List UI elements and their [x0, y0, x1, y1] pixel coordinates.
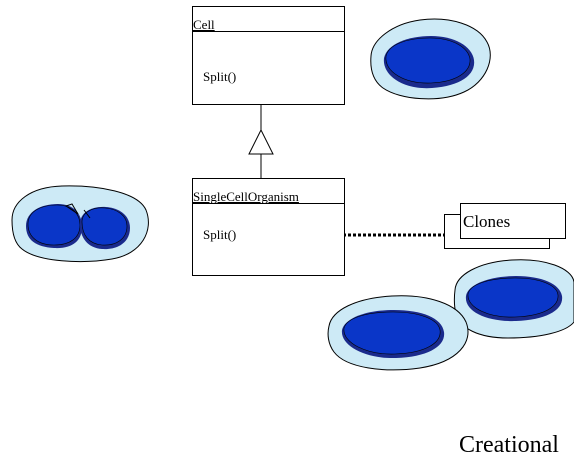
- clones-card-front: [460, 203, 566, 239]
- organism-operation-split: Split(): [203, 227, 237, 242]
- uml-class-cell: Cell Split(): [192, 6, 345, 105]
- organism-class-name: SingleCellOrganism: [193, 179, 344, 204]
- cell-operation-split: Split(): [203, 69, 237, 84]
- uml-class-single-cell-organism: SingleCellOrganism Split(): [192, 178, 345, 276]
- cell-illustration-bottom: [327, 295, 469, 371]
- cell-illustration-right: [453, 259, 574, 339]
- inheritance-arrowhead: [248, 128, 274, 155]
- cell-illustration-top-right: [370, 18, 491, 100]
- clones-label: Clones: [463, 212, 511, 231]
- cell-illustration-dividing: [11, 185, 149, 263]
- footer-title: Creational: [459, 432, 559, 458]
- cell-class-name: Cell: [193, 7, 344, 32]
